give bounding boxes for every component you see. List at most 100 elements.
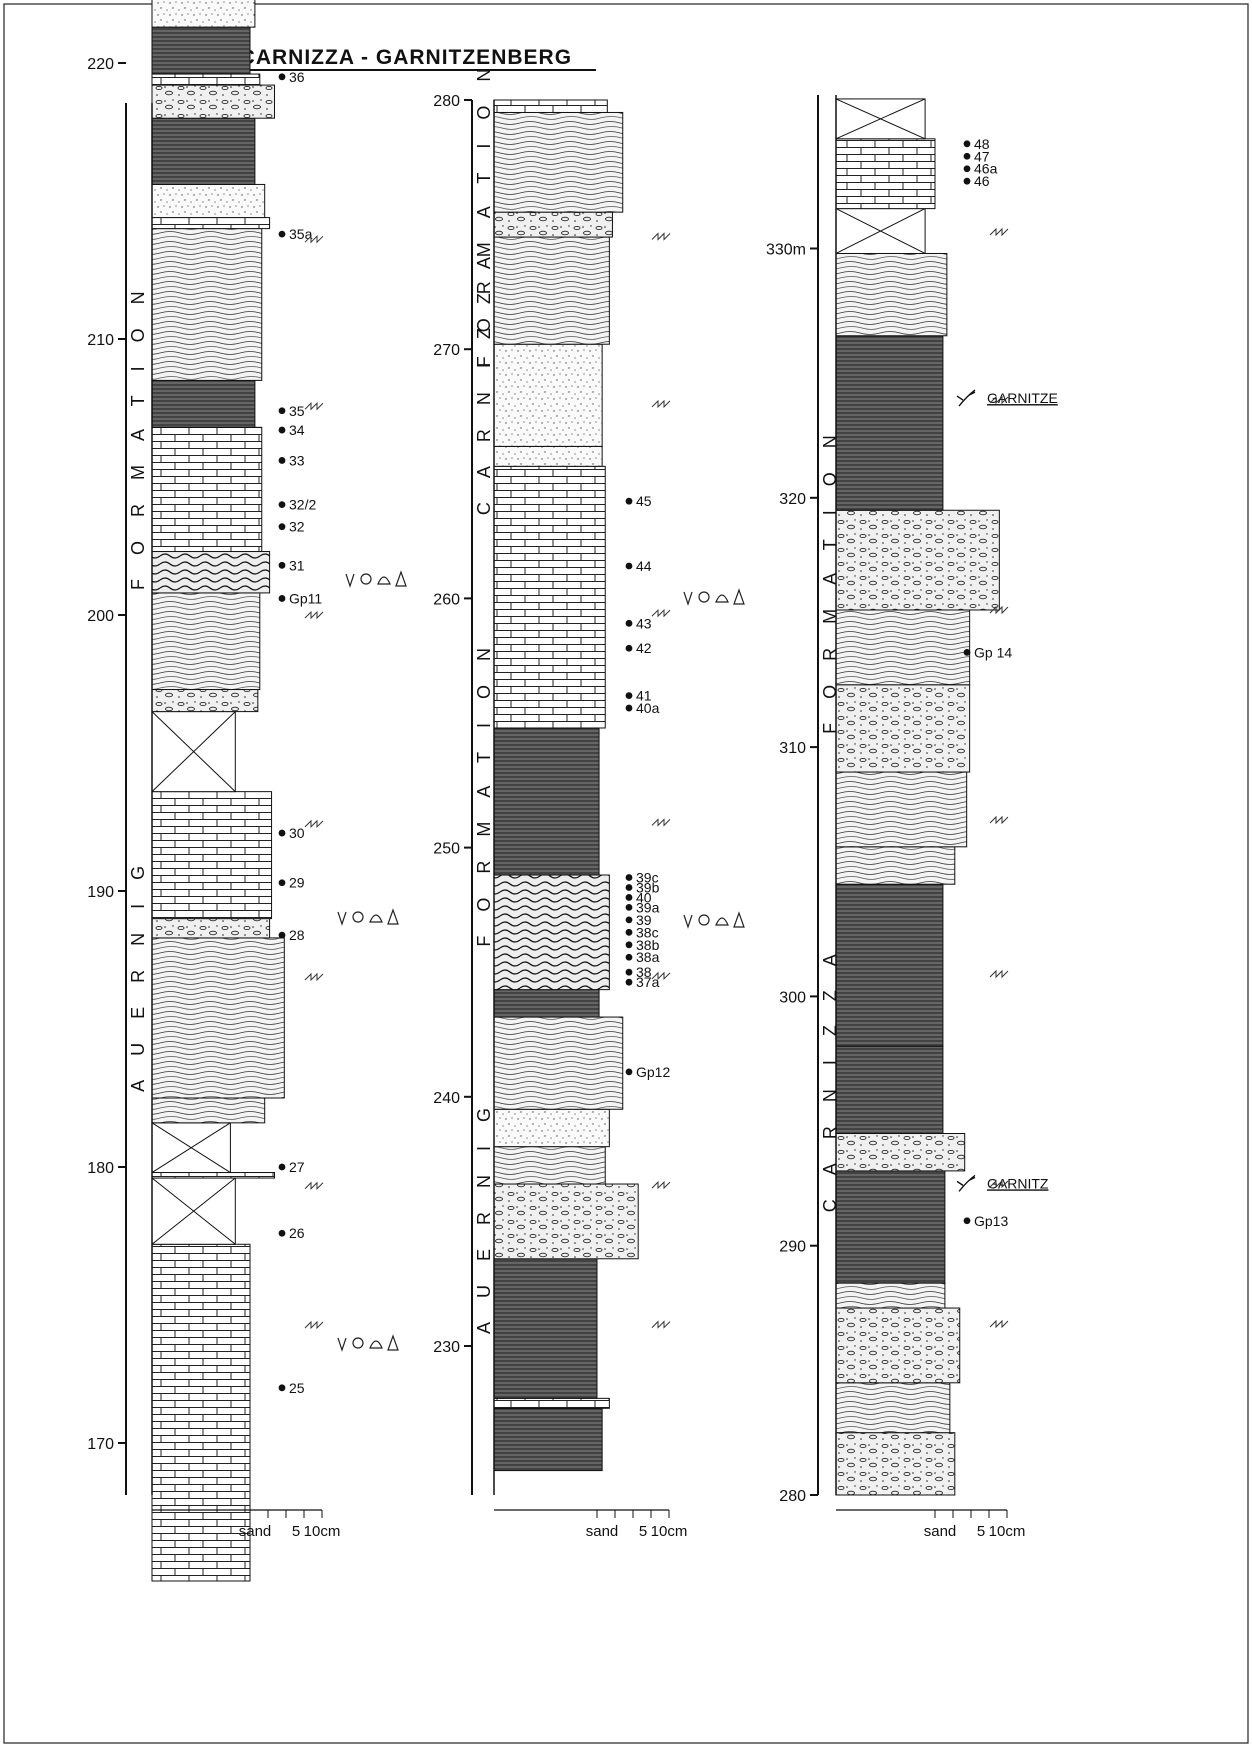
- ripple-lamination-icon: [305, 1322, 323, 1328]
- depth-tick-label: 260: [433, 591, 460, 608]
- lithology-bed-congl: [836, 1433, 955, 1495]
- sample-label: 26: [289, 1225, 305, 1241]
- sample-marker: [626, 705, 633, 712]
- sample-marker: [964, 140, 971, 147]
- lithology-bed-sand: [152, 938, 284, 1098]
- lithology-bed-shale: [836, 336, 943, 511]
- sample-label: 48: [974, 136, 990, 152]
- sample-marker: [279, 932, 286, 939]
- ripple-lamination-icon: [652, 401, 670, 407]
- grain-scale-label: sand: [239, 1523, 272, 1540]
- lithology-bed-dotted: [494, 1109, 609, 1146]
- sample-marker: [626, 498, 633, 505]
- lithology-bed-wavy: [152, 552, 270, 593]
- fusulinid-icon: [353, 912, 363, 922]
- lithology-bed-sand: [494, 112, 623, 212]
- plant-locality-label: GARNITZE: [987, 390, 1058, 406]
- depth-tick-label: 230: [433, 1339, 460, 1356]
- sample-label: 29: [289, 875, 305, 891]
- grain-scale-label: sand: [586, 1523, 619, 1540]
- sample-label: Gp13: [974, 1213, 1008, 1229]
- lithology-bed-lime: [494, 100, 607, 112]
- lithology-bed-congl: [836, 685, 970, 772]
- sample-label: 44: [636, 558, 652, 574]
- depth-tick-label: 310: [779, 740, 806, 757]
- sample-marker: [279, 1164, 286, 1171]
- sample-marker: [279, 1384, 286, 1391]
- lithology-bed-wavy: [494, 875, 609, 990]
- sample-marker: [279, 231, 286, 238]
- sample-marker: [279, 523, 286, 530]
- sample-label: Gp12: [636, 1064, 670, 1080]
- sample-marker: [279, 879, 286, 886]
- grain-scale-label: 10cm: [989, 1523, 1026, 1540]
- sample-marker: [626, 954, 633, 961]
- lithology-bed-shale: [836, 1046, 943, 1133]
- sample-marker: [964, 178, 971, 185]
- lithology-bed-congl: [152, 690, 258, 712]
- sample-marker: [626, 884, 633, 891]
- sample-label: 39c: [636, 870, 659, 886]
- sample-marker: [964, 153, 971, 160]
- formation-label: FORMATION: [474, 45, 494, 368]
- lithology-bed-sand: [494, 1017, 623, 1109]
- sample-label: 25: [289, 1380, 305, 1396]
- lithology-bed-sand: [836, 772, 967, 847]
- depth-tick-label: 290: [779, 1239, 806, 1256]
- sample-marker: [279, 1230, 286, 1237]
- lithology-bed-congl: [494, 212, 612, 237]
- ripple-lamination-icon: [652, 819, 670, 825]
- formation-label: FORMATION: [820, 411, 840, 734]
- sample-marker: [279, 427, 286, 434]
- sample-marker: [964, 165, 971, 172]
- sample-label: 27: [289, 1159, 305, 1175]
- depth-tick-label: 190: [87, 884, 114, 901]
- depth-tick-label: 300: [779, 989, 806, 1006]
- grain-scale-label: 5: [292, 1523, 300, 1540]
- sample-label: 41: [636, 688, 652, 704]
- lithology-bed-dotted: [152, 0, 255, 27]
- brachiopod-icon: [684, 592, 692, 604]
- lithology-bed-congl: [152, 85, 275, 118]
- formation-label: AUERNIG: [128, 842, 148, 1092]
- sample-marker: [279, 407, 286, 414]
- ripple-lamination-icon: [305, 1183, 323, 1189]
- sample-marker: [964, 1217, 971, 1224]
- lithology-bed-lime: [152, 1244, 250, 1581]
- lithology-bed-sand: [494, 237, 609, 344]
- sample-marker: [279, 562, 286, 569]
- depth-tick-label: 170: [87, 1436, 114, 1453]
- bryozoan-icon: [370, 915, 382, 922]
- grain-scale-label: 10cm: [304, 1523, 341, 1540]
- bryozoan-icon: [716, 595, 728, 602]
- lithology-bed-sand: [836, 1383, 950, 1433]
- depth-tick-label: 220: [87, 56, 114, 73]
- sample-label: 35a: [289, 226, 313, 242]
- gastropod-icon: [388, 910, 398, 924]
- sample-marker: [626, 1068, 633, 1075]
- lithology-bed-congl: [836, 1134, 965, 1171]
- gastropod-icon: [734, 590, 744, 604]
- fusulinid-icon: [361, 574, 371, 584]
- gastropod-icon: [396, 572, 406, 586]
- sample-marker: [279, 501, 286, 508]
- ripple-lamination-icon: [652, 1182, 670, 1188]
- sample-label: 28: [289, 927, 305, 943]
- brachiopod-icon: [684, 915, 692, 927]
- sample-marker: [964, 649, 971, 656]
- lithology-bed-lime: [152, 792, 272, 919]
- depth-tick-label: 280: [779, 1488, 806, 1505]
- lithology-bed-congl: [836, 510, 999, 610]
- section-column-1: 170180190200210220AUERNIGFORMATION252627…: [87, 0, 340, 1581]
- lithology-bed-sand: [152, 229, 262, 381]
- depth-tick-label: 270: [433, 342, 460, 359]
- lithology-bed-congl: [836, 1308, 960, 1383]
- sample-label: 30: [289, 825, 305, 841]
- lithology-bed-shale: [836, 1171, 945, 1283]
- lithology-bed-sand: [836, 253, 947, 335]
- bryozoan-icon: [370, 1341, 382, 1348]
- sample-label: 36: [289, 69, 305, 85]
- sample-marker: [626, 969, 633, 976]
